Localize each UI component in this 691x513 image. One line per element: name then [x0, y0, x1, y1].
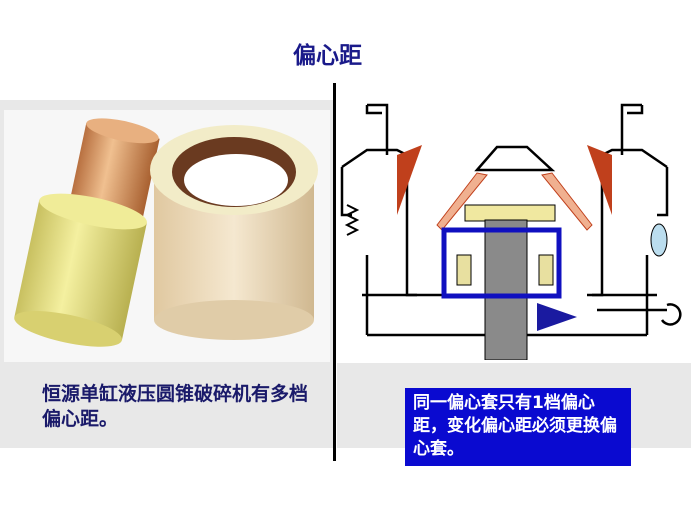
- eccentric-bushing-photos: [4, 110, 330, 362]
- right-caption-box: 同一偏心套只有1档偏心距，变化偏心距必须更换偏心套。: [405, 388, 631, 466]
- cone-crusher-diagram: [340, 103, 682, 360]
- eccentric-highlight-box: [441, 227, 562, 299]
- divider-line: [333, 83, 336, 461]
- slide-title: 偏心距: [293, 43, 362, 69]
- eccentric-bushings-illustration: [14, 118, 318, 347]
- left-caption: 恒源单缸液压圆锥破碎机有多档偏心距。: [42, 383, 309, 430]
